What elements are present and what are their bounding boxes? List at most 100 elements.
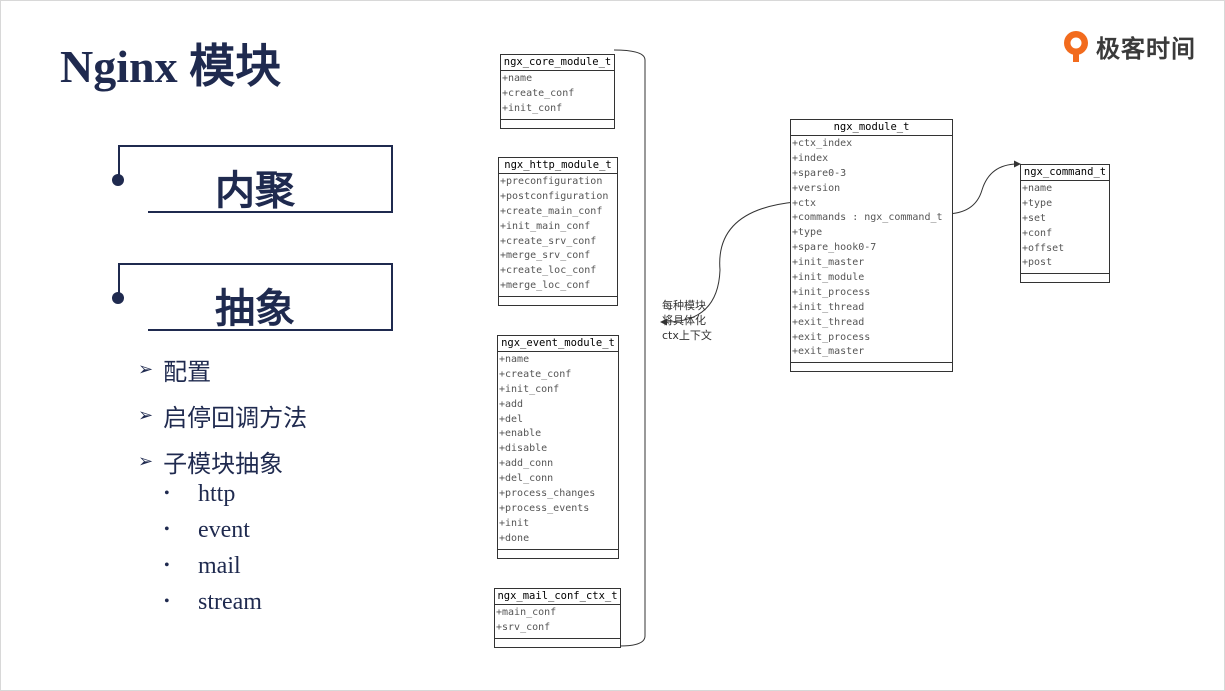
uml-class-http-module: ngx_http_module_t +preconfiguration +pos… [498,157,618,307]
class-attr: +enable [499,428,542,440]
class-attr: +set [1022,212,1047,224]
ctx-note: 每种模块 将具体化 ctx上下文 [662,298,712,343]
class-name: ngx_http_module_t [499,158,617,174]
class-attr: +init_thread [792,301,865,313]
class-attr: +init_main_conf [500,220,591,232]
class-attr: +add_conn [499,458,554,470]
class-attr: +create_loc_conf [500,265,597,277]
uml-class-core-module: ngx_core_module_t +name +create_conf +in… [500,54,615,129]
class-name: ngx_command_t [1021,165,1109,181]
class-attrs: +name +create_conf +init_conf [501,71,614,120]
slide-title: Nginx 模块 [60,41,282,92]
class-methods [1021,274,1109,282]
class-attr: +add [499,398,524,410]
bullet-item: ➢启停回调方法 [138,392,307,438]
class-attr: +merge_srv_conf [500,250,591,262]
concept-label: 内聚 [215,168,295,214]
class-attr: +init_module [792,272,865,284]
class-attr: +conf [1022,227,1053,239]
class-attr: +init_process [792,286,871,298]
sub-bullet-text: http [198,480,236,507]
sub-bullet-text: mail [198,552,241,579]
class-attr: +disable [499,443,548,455]
class-attrs: +ctx_index +index +spare0-3 +version +ct… [791,136,952,364]
class-attr: +del_conn [499,473,554,485]
concept-abstraction: 抽象 [112,263,393,332]
dot-bullet-icon: • [164,521,170,538]
class-attr: +offset [1022,242,1065,254]
class-attr: +spare0-3 [792,167,847,179]
class-attr: +main_conf [496,607,557,618]
uml-class-ngx-module: ngx_module_t +ctx_index +index +spare0-3… [790,119,953,373]
class-attr: +postconfiguration [500,190,609,202]
logo: 极客时间 [1062,28,1196,64]
sub-bullet-item: • http [160,476,262,512]
bullet-item: ➢ 配置 [138,346,307,392]
bullet-dot-icon [112,174,124,186]
class-name: ngx_core_module_t [501,55,614,71]
class-attr: +process_events [499,502,590,514]
class-methods [498,550,618,558]
arrow-bullet-icon: ➢ [138,404,154,426]
note-line: 将具体化 [662,314,706,327]
class-attr: +type [792,227,823,239]
sub-bullet-list: • http • event • mail • stream [160,476,262,620]
arrow-bullet-icon: ➢ [138,450,154,472]
class-attrs: +main_conf +srv_conf [495,605,620,639]
concept-frame-line [118,263,393,331]
dot-bullet-icon: • [164,593,170,610]
bullet-item: ➢ 子模块抽象 [138,438,307,484]
arrow-bullet-icon: ➢ [138,358,154,380]
dot-bullet-icon: • [164,557,170,574]
class-attr: +index [792,152,829,164]
bullet-text: 子模块抽象 [163,449,284,478]
class-attr: +srv_conf [496,621,551,633]
dot-bullet-icon: • [164,485,170,502]
class-methods [791,363,952,371]
bullet-dot-icon [112,292,124,304]
note-line: 每种模块 [662,299,706,312]
concept-cohesion: 内聚 [112,145,393,214]
class-attrs: +name +create_conf +init_conf +add +del … [498,352,618,550]
sub-bullet-text: event [198,516,250,543]
class-attr: +create_conf [502,87,575,99]
class-attr: +ctx [792,197,817,209]
class-attr: +spare_hook0-7 [792,242,877,254]
class-attr: +exit_thread [792,316,865,328]
uml-class-mail-conf-ctx: ngx_mail_conf_ctx_t +main_conf +srv_conf [494,588,621,648]
class-attr: +create_main_conf [500,205,603,217]
bullet-text: 配置 [163,357,212,386]
class-attr: +commands : ngx_command_t [792,212,943,224]
class-attr: +init [499,517,530,529]
class-methods [501,120,614,128]
concept-frame-line [118,145,393,213]
class-attr: +name [1022,183,1053,194]
class-attr: +name [502,73,533,84]
note-line: ctx上下文 [662,329,712,342]
concept-label: 抽象 [215,286,295,332]
logo-text: 极客时间 [1096,34,1196,63]
class-attr: +create_srv_conf [500,235,597,247]
sub-bullet-item: • mail [160,548,262,584]
class-attr: +merge_loc_conf [500,280,591,292]
sub-bullet-item: • event [160,512,262,548]
sub-bullet-text: stream [198,588,262,615]
class-attr: +exit_master [792,346,865,358]
class-attr: +preconfiguration [500,176,603,187]
class-attr: +name [499,354,530,365]
class-name: ngx_mail_conf_ctx_t [495,589,620,605]
class-attrs: +preconfiguration +postconfiguration +cr… [499,174,617,298]
class-attr: +post [1022,257,1053,269]
class-attr: +init_conf [502,102,563,114]
class-attr: +done [499,532,530,544]
class-attrs: +name +type +set +conf +offset +post [1021,181,1109,275]
class-name: ngx_event_module_t [498,336,618,352]
class-attr: +version [792,182,841,194]
class-attr: +create_conf [499,368,572,380]
class-attr: +type [1022,197,1053,209]
class-attr: +exit_process [792,331,871,343]
geek-time-logo-icon [1064,31,1088,62]
class-name: ngx_module_t [791,120,952,136]
class-attr: +del [499,413,524,425]
